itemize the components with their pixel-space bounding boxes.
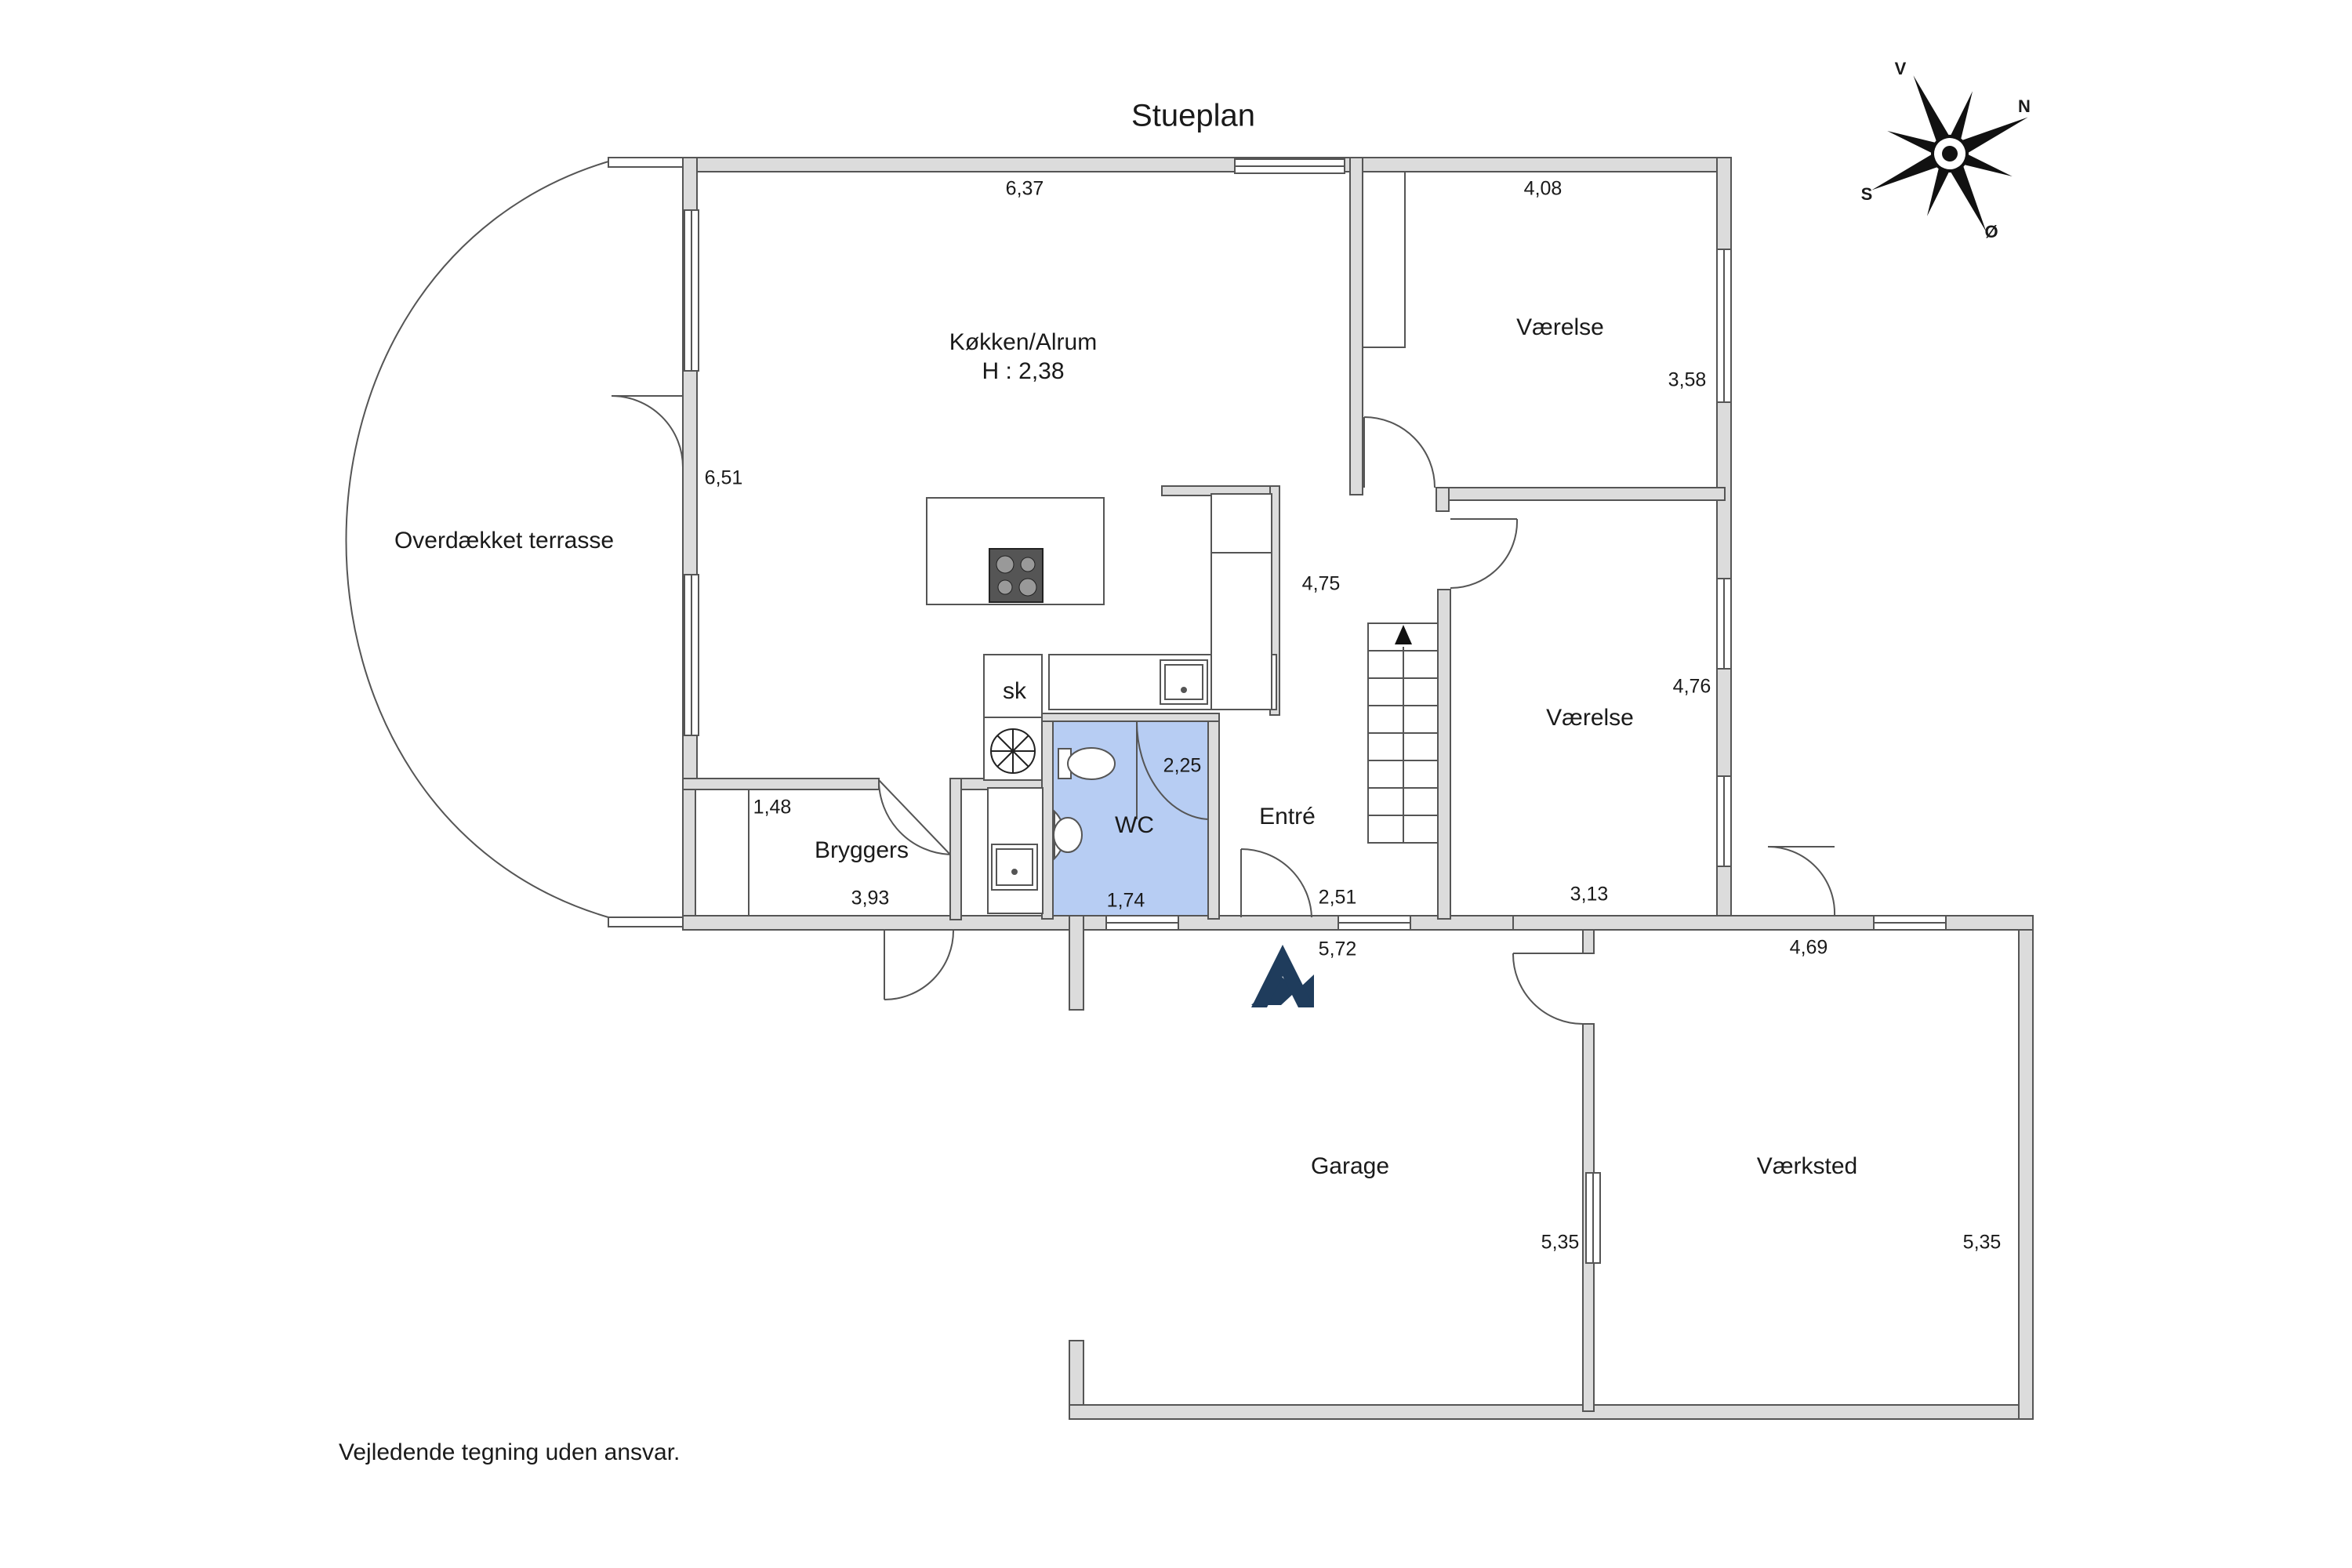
- room-entre-label: Entré: [1259, 804, 1316, 829]
- dim-bedroom-top-width: 4,08: [1523, 177, 1563, 200]
- staircase: [1367, 622, 1439, 844]
- toilet-icon: [1058, 747, 1116, 780]
- compass-north-label: N: [2018, 96, 2031, 116]
- washbasin-icon: [1053, 809, 1083, 861]
- dim-bryggers-width: 3,93: [851, 887, 890, 909]
- room-wc-label: WC: [1115, 812, 1154, 838]
- dim-bedroom-mid-width: 3,13: [1570, 883, 1609, 906]
- dim-entre-width: 2,51: [1318, 886, 1357, 909]
- dim-garage-depth: 5,35: [1541, 1231, 1580, 1254]
- dim-hall-length: 4,75: [1301, 572, 1341, 595]
- cooktop-icon: [989, 548, 1044, 603]
- room-workshop-label: Værksted: [1756, 1153, 1858, 1179]
- dim-bedroom-mid-depth: 4,76: [1672, 675, 1711, 698]
- dim-wc-width: 1,74: [1106, 889, 1145, 912]
- closet-label: sk: [1003, 678, 1026, 704]
- room-terrace-label: Overdækket terrasse: [394, 528, 615, 554]
- walls: [682, 157, 2034, 1420]
- terrace-outline: [345, 161, 609, 918]
- disclaimer-note: Vejledende tegning uden ansvar.: [339, 1439, 681, 1465]
- compass-icon: [1871, 75, 2028, 232]
- doors: [611, 395, 1836, 1025]
- compass-west-label: V: [1894, 59, 1907, 78]
- dim-workshop-depth: 5,35: [1962, 1231, 2002, 1254]
- dim-bedroom-top-depth: 3,58: [1668, 368, 1707, 391]
- room-garage-label: Garage: [1310, 1153, 1390, 1179]
- terrace-edge-bottom: [608, 916, 684, 927]
- room-kitchen-label: Køkken/Alrum: [949, 329, 1098, 355]
- entrance-chevron: [1251, 945, 1314, 1007]
- windows: [684, 158, 1947, 1264]
- dim-workshop-width: 4,69: [1789, 936, 1828, 959]
- dim-kitchen-depth: 6,51: [704, 466, 743, 489]
- compass-south-label: S: [1860, 184, 1873, 204]
- heater-icon: [990, 728, 1036, 774]
- dim-overall-width: 5,72: [1318, 938, 1357, 960]
- room-bedroom-mid-label: Værelse: [1546, 705, 1634, 731]
- dim-wc-depth: 2,25: [1163, 754, 1202, 777]
- room-bryggers-label: Bryggers: [814, 837, 909, 863]
- room-bedroom-top-label: Værelse: [1516, 314, 1604, 340]
- plan-title: Stueplan: [1131, 98, 1255, 133]
- dim-kitchen-width: 6,37: [1005, 177, 1044, 200]
- dim-bryggers-depth: 1,48: [753, 796, 792, 818]
- compass-east-label: Ø: [1984, 222, 1998, 241]
- kitchen-height-label: H : 2,38: [982, 358, 1065, 384]
- terrace-edge-top: [608, 157, 684, 168]
- sink-icon: [991, 659, 1208, 891]
